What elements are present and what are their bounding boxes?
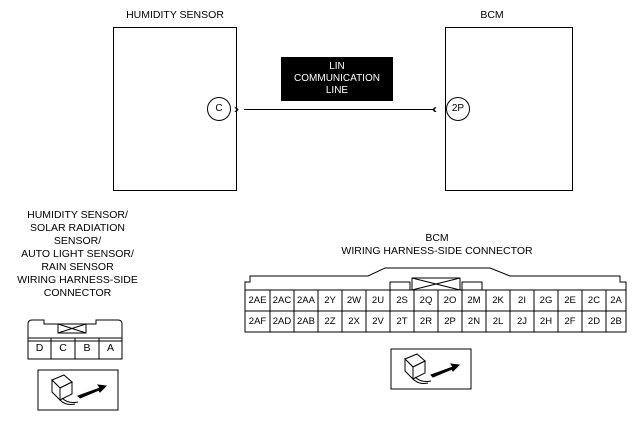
bcm-pin-2t: 2T (396, 316, 408, 327)
bcm-pin-2ac: 2AC (272, 295, 292, 306)
humidity-sensor-pin: C (207, 97, 231, 121)
bcm-pin-2z: 2Z (324, 316, 336, 327)
left-connector-label: HUMIDITY SENSOR/ SOLAR RADIATION SENSOR/… (0, 209, 155, 300)
bcm-pin-2p: 2P (444, 316, 456, 327)
bcm-pin-2o: 2O (443, 295, 457, 306)
humidity-sensor-title: HUMIDITY SENSOR (126, 9, 224, 21)
bcm-pin: 2P (446, 97, 470, 121)
bcm-label-line-1: BCM (425, 232, 449, 244)
bcm-pin-2x: 2X (348, 316, 360, 327)
bcm-box (445, 27, 573, 191)
bcm-pin-2k: 2K (492, 295, 504, 306)
left-label-line-6: WIRING HARNESS-SIDE (17, 274, 138, 286)
left-label-line-7: CONNECTOR (43, 287, 112, 299)
left-label-line-1: HUMIDITY SENSOR/ (27, 209, 128, 221)
bcm-pin-2j: 2J (516, 316, 528, 327)
bcm-pin-2m: 2M (467, 295, 481, 306)
bcm-pin-2a: 2A (610, 295, 622, 306)
bcm-pin-2d: 2D (587, 316, 601, 327)
bcm-pin-2v: 2V (372, 316, 384, 327)
probe-icon-bcm (404, 353, 461, 384)
lin-wire (244, 109, 434, 110)
bcm-pin-2ab: 2AB (297, 316, 315, 327)
left-pin-a: A (106, 342, 114, 354)
bcm-title: BCM (480, 9, 504, 21)
bcm-pin-2f: 2F (564, 316, 576, 327)
lin-label-line-3: LINE (325, 85, 349, 96)
bcm-pin-2i: 2I (518, 295, 526, 306)
bcm-label-line-2: WIRING HARNESS-SIDE CONNECTOR (341, 245, 533, 257)
left-pin-b: B (83, 342, 91, 354)
bcm-pin-2af: 2AF (248, 316, 267, 327)
bcm-pin-2h: 2H (539, 316, 553, 327)
bcm-pin-2b: 2B (610, 316, 622, 327)
bcm-pin-2r: 2R (419, 316, 433, 327)
left-pin-d: D (35, 342, 44, 354)
lin-communication-label: LIN COMMUNICATION LINE (281, 57, 393, 101)
bcm-pin-2u: 2U (371, 295, 385, 306)
bcm-pin-2w: 2W (346, 295, 362, 306)
left-label-line-2: SOLAR RADIATION (30, 222, 125, 234)
lin-label-line-1: LIN (329, 61, 345, 72)
bcm-pin-2y: 2Y (324, 295, 336, 306)
bcm-pin-2q: 2Q (419, 295, 433, 306)
bcm-pin-2ae: 2AE (248, 295, 267, 306)
left-label-line-5: RAIN SENSOR (41, 261, 114, 273)
left-pin-c: C (59, 342, 67, 354)
probe-icon-left (51, 374, 108, 405)
bcm-pin-2g: 2G (539, 295, 553, 306)
bcm-pin-2l: 2L (492, 316, 504, 327)
left-label-line-4: AUTO LIGHT SENSOR/ (21, 248, 134, 260)
bcm-pin-2ad: 2AD (272, 316, 292, 327)
lin-label-line-2: COMMUNICATION (294, 73, 380, 84)
bcm-pin-2aa: 2AA (297, 295, 315, 306)
bcm-pin-2e: 2E (564, 295, 576, 306)
bcm-pin-2s: 2S (396, 295, 408, 306)
left-label-line-3: SENSOR/ (53, 235, 102, 247)
bcm-pin-2c: 2C (587, 295, 601, 306)
bcm-connector-label: BCM WIRING HARNESS-SIDE CONNECTOR (322, 232, 552, 258)
bcm-pin-2n: 2N (467, 316, 481, 327)
